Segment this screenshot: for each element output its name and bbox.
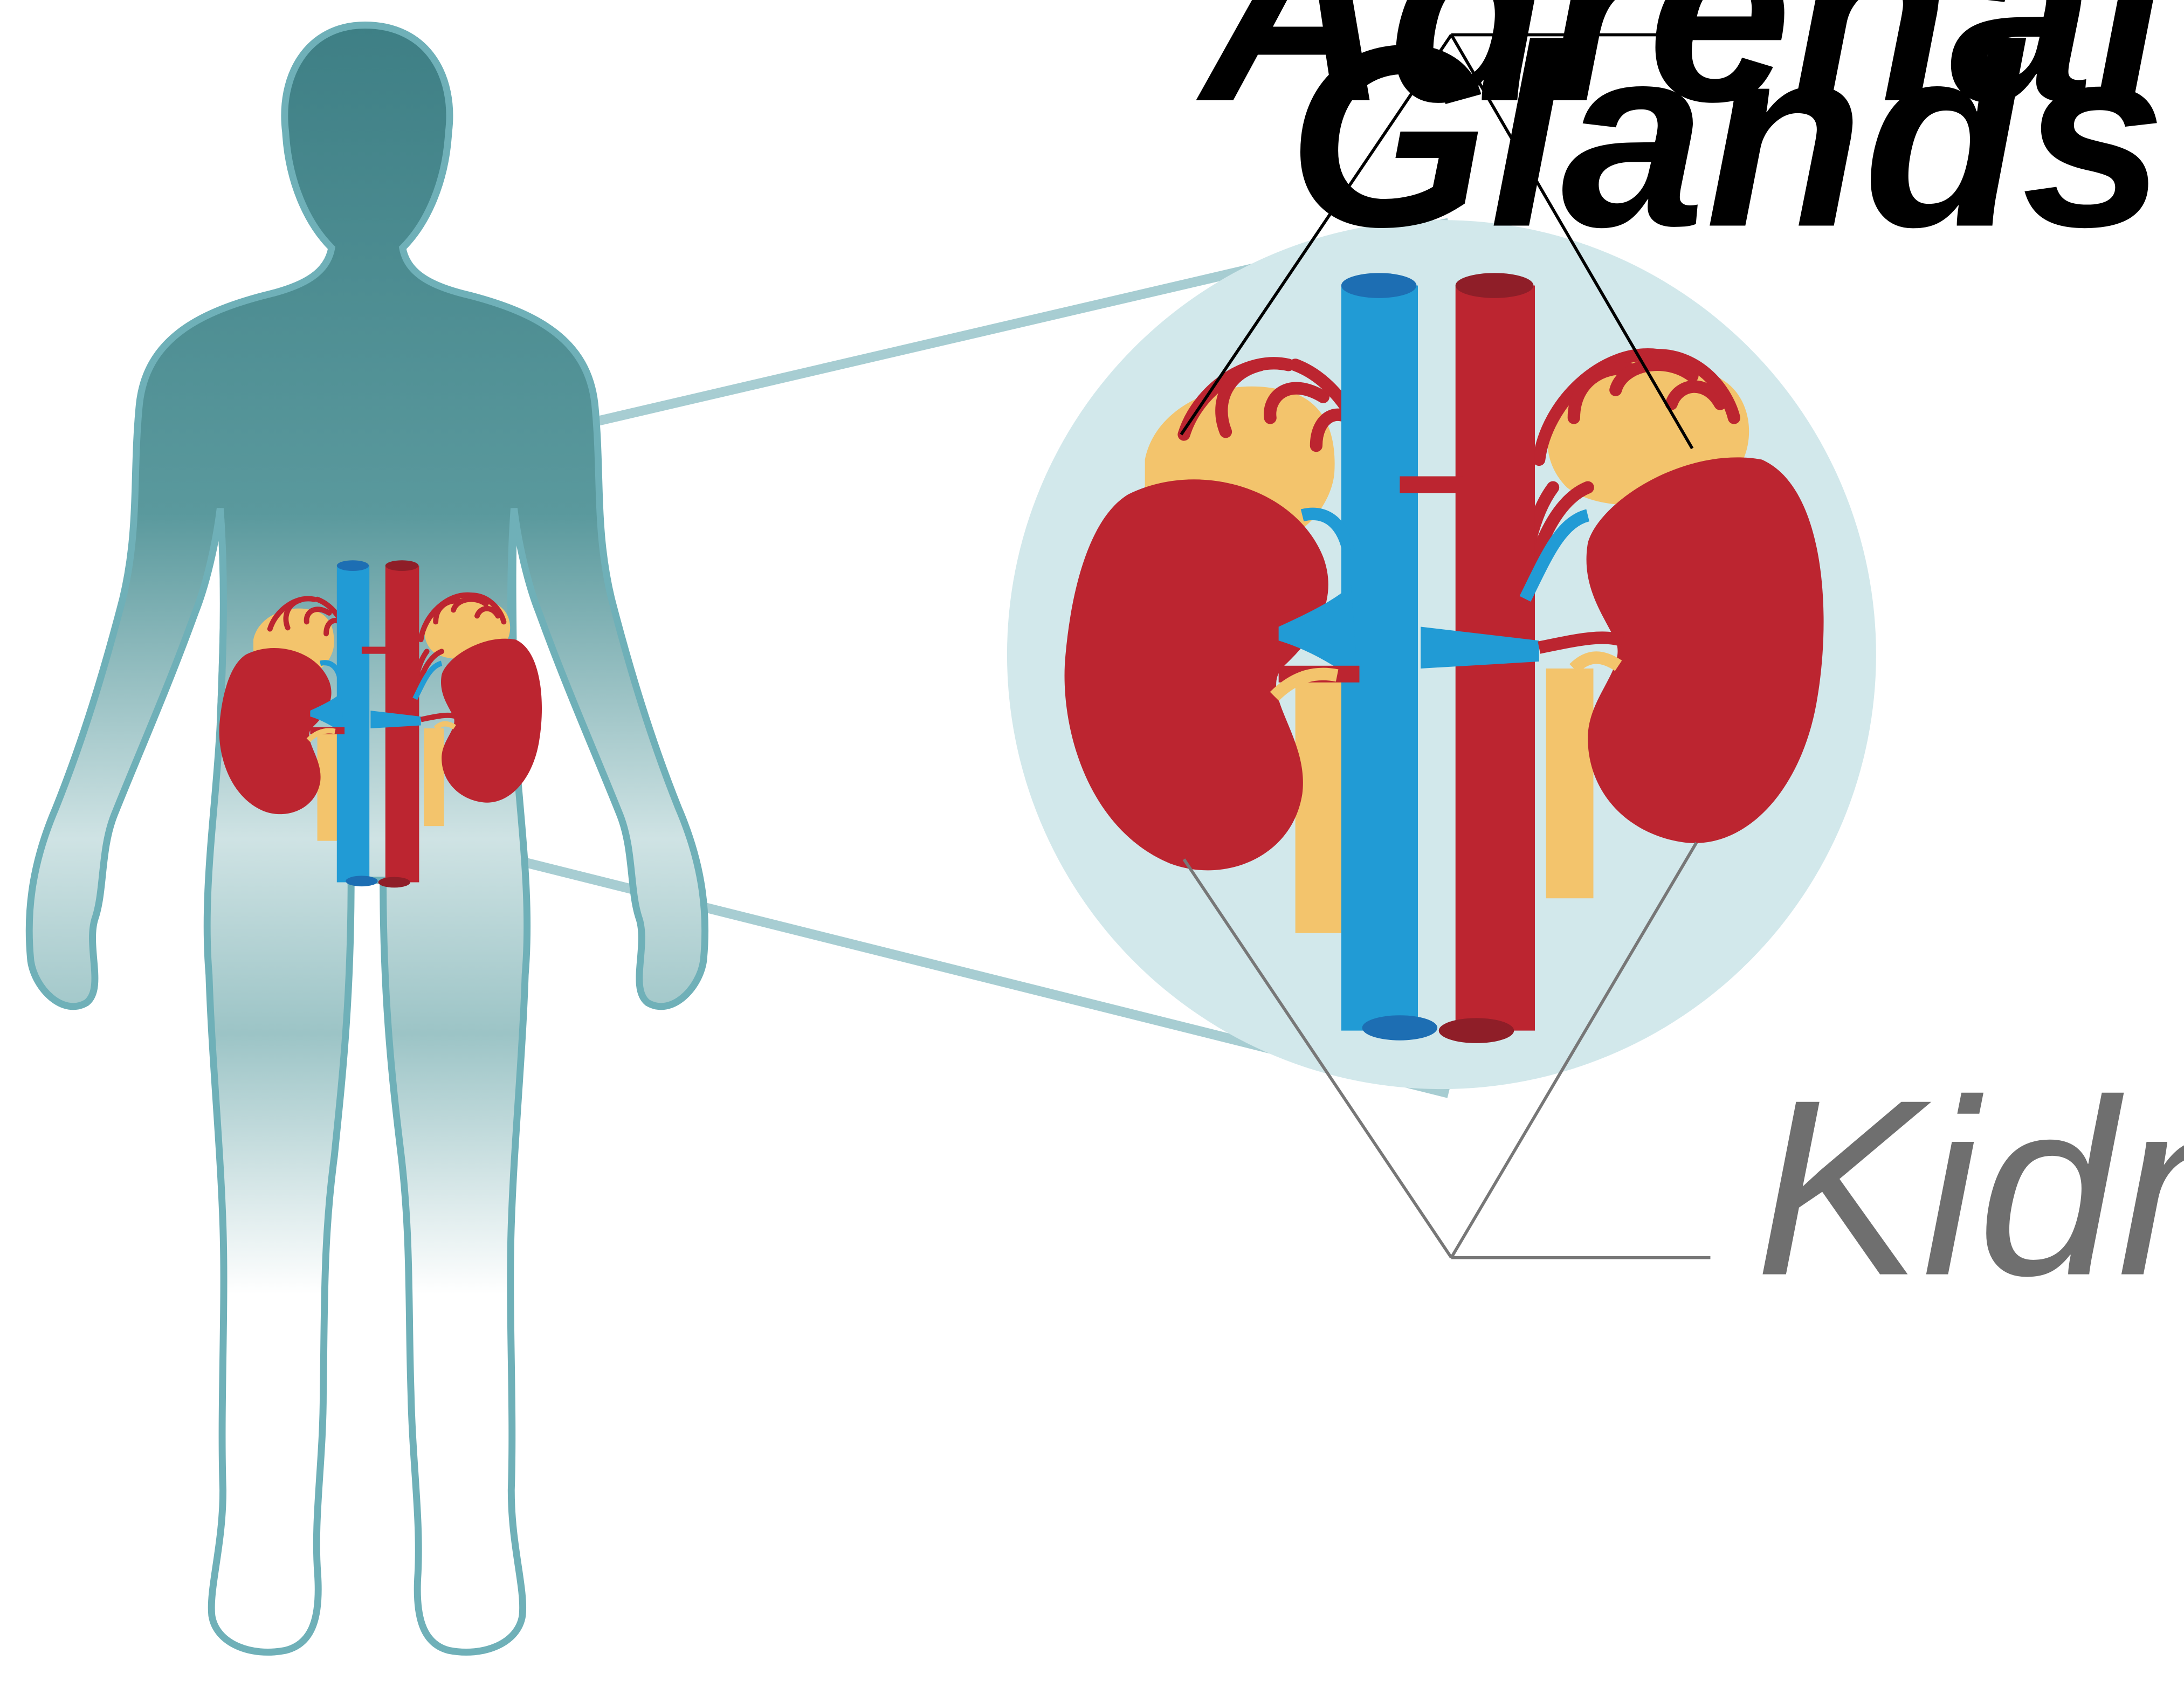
kidneys-label: Kidneys: [1755, 1048, 2184, 1329]
adrenal-label-line2: Glands: [1288, 0, 2166, 280]
